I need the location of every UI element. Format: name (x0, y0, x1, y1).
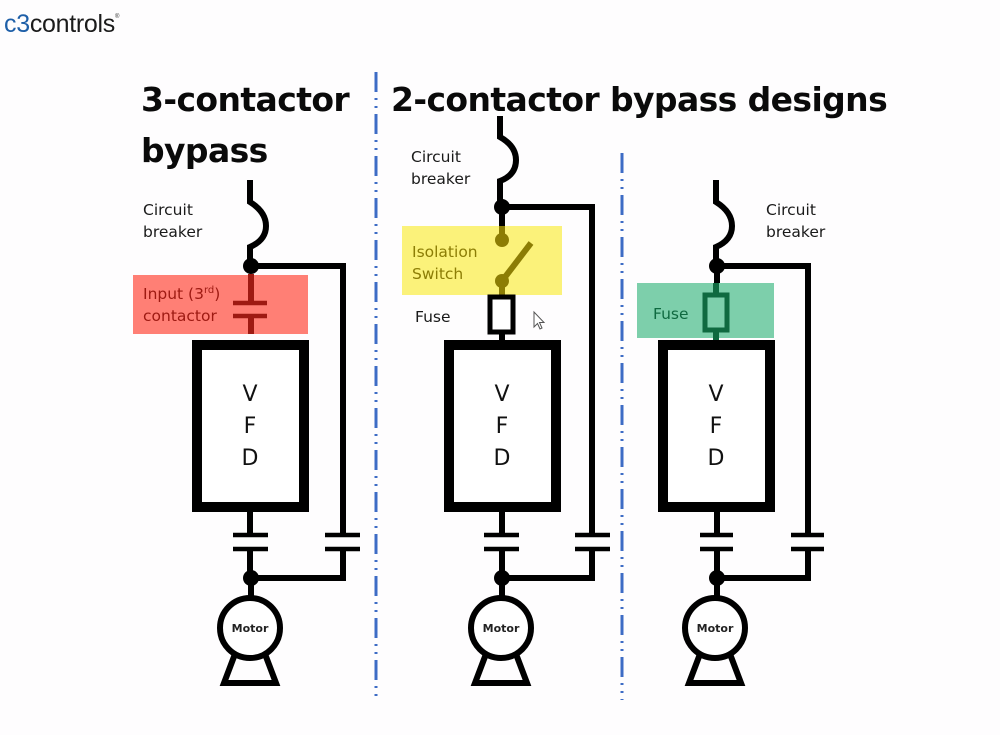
isolation-switch-label-line2: Switch (412, 265, 463, 283)
breaker-label-line1: Circuit (143, 201, 193, 219)
output-contactor-icon (700, 512, 733, 578)
vfd-letter-f: F (244, 414, 257, 439)
vfd-letter-d: D (242, 446, 259, 471)
design-2-contactor-isolation: Circuit breaker Isolation Switch Fuse V (402, 116, 610, 686)
bypass-contactor-icon (502, 532, 610, 581)
circuit-breaker-icon (713, 180, 736, 266)
circuit-breaker-icon (247, 180, 270, 266)
vfd-letter-f: F (710, 414, 723, 439)
logo-prefix: c3 (4, 10, 30, 38)
fuse-label: Fuse (415, 308, 451, 326)
registered-mark: ® (114, 14, 120, 20)
fuse-label: Fuse (653, 305, 689, 323)
bypass-wire (717, 263, 811, 536)
breaker-label-line1: Circuit (766, 201, 816, 219)
bypass-contactor-icon (251, 532, 360, 581)
motor-icon: Motor (468, 595, 534, 686)
isolation-switch-highlight (402, 226, 562, 295)
bypass-contactor-icon (717, 532, 824, 581)
breaker-label-line2: breaker (411, 170, 471, 188)
logo-suffix: controls (29, 10, 115, 38)
motor-label: Motor (483, 622, 520, 635)
circuit-breaker-icon (497, 116, 520, 207)
motor-icon: Motor (682, 595, 748, 686)
input-contactor-highlight (133, 275, 308, 334)
breaker-label-line2: breaker (766, 223, 826, 241)
motor-icon: Motor (217, 595, 283, 686)
vfd-box (658, 340, 775, 512)
bypass-wire (502, 204, 595, 536)
heading-2-contactor: 2-contactor bypass designs (391, 80, 887, 119)
isolation-switch-label-line1: Isolation (412, 243, 478, 261)
output-contactor-icon (484, 512, 519, 578)
vfd-box (192, 340, 309, 512)
input-contactor-label: Input (3rd) (143, 285, 220, 303)
vfd-letter-f: F (496, 414, 509, 439)
bypass-wire (251, 263, 346, 536)
breaker-label-line1: Circuit (411, 148, 461, 166)
motor-label: Motor (232, 622, 269, 635)
motor-label: Motor (697, 622, 734, 635)
c3controls-logo: c3controls® (4, 3, 119, 38)
input-contactor-icon (233, 274, 267, 334)
design-2-contactor-fuse: Circuit breaker Fuse V F D (637, 180, 826, 686)
design-3-contactor: Circuit breaker Input (3rd) contactor V … (133, 180, 360, 686)
input-contactor-label-line2: contactor (143, 307, 217, 325)
heading-3-contactor-line1: 3-contactor (141, 80, 350, 119)
vfd-letter-d: D (494, 446, 511, 471)
vfd-letter-v: V (494, 382, 509, 407)
isolation-switch-icon (495, 226, 534, 295)
breaker-label-line2: breaker (143, 223, 203, 241)
vfd-letter-v: V (242, 382, 257, 407)
fuse-icon (487, 294, 516, 344)
output-contactor-icon (233, 512, 268, 578)
vfd-letter-v: V (708, 382, 723, 407)
vfd-box (444, 340, 561, 512)
heading-3-contactor-line2: bypass (141, 131, 268, 170)
mouse-cursor-icon (533, 310, 546, 330)
vfd-letter-d: D (708, 446, 725, 471)
